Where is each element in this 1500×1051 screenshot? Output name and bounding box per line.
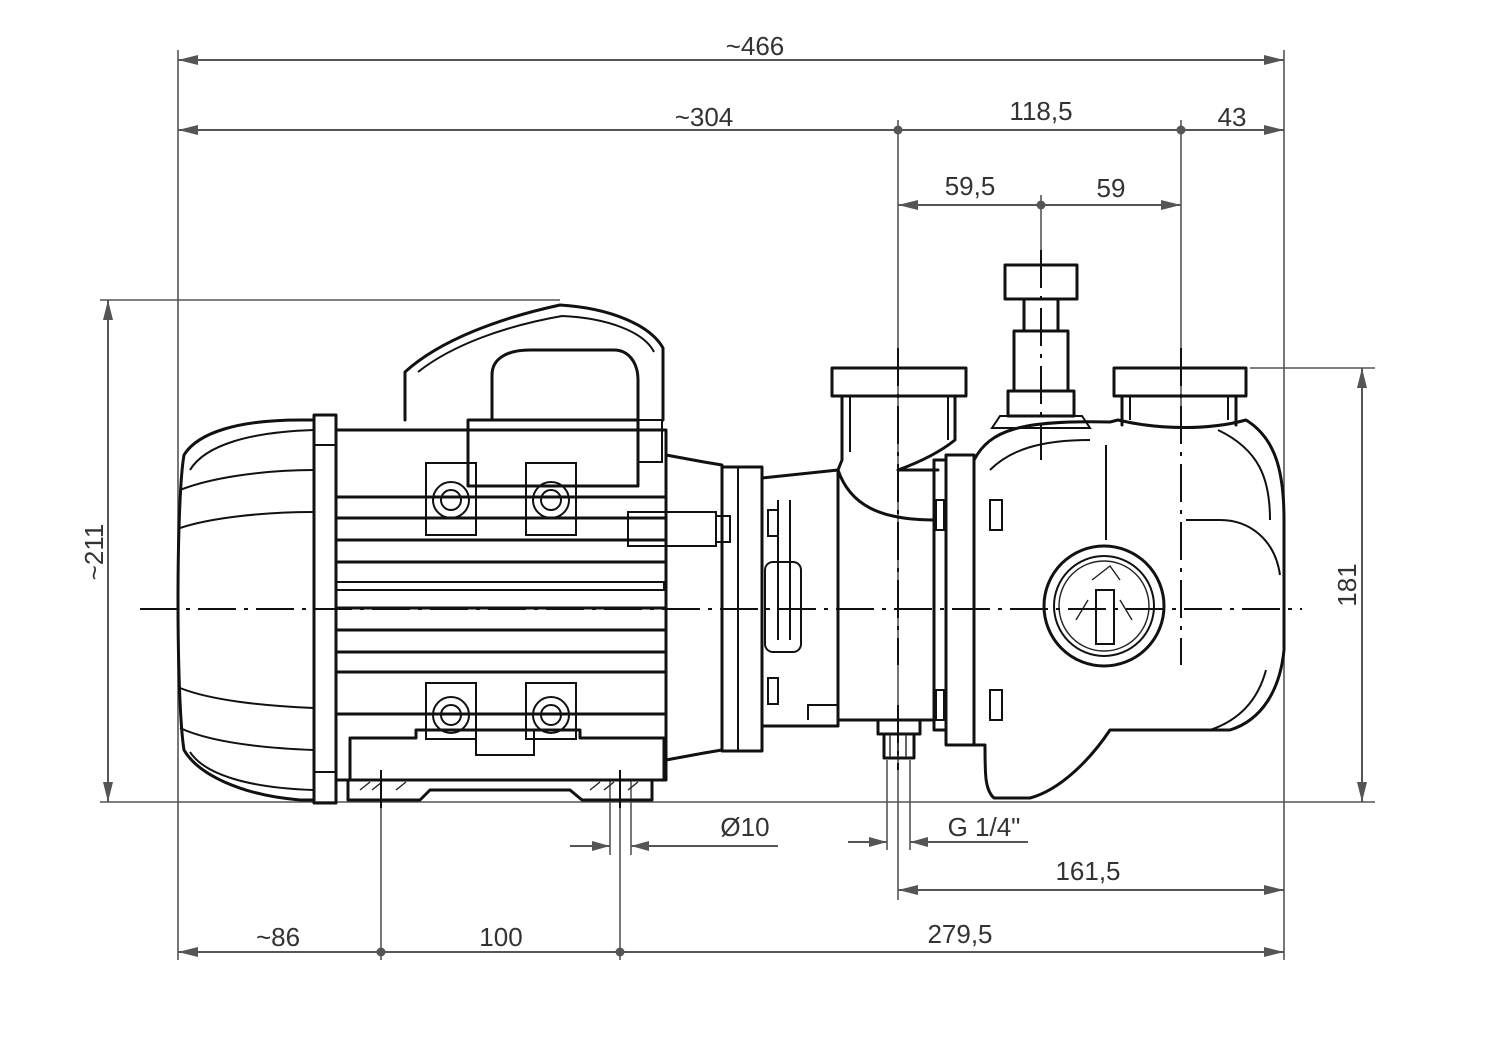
dim-end-to-foot: ~86 <box>256 922 300 952</box>
dim-suction-to-end: 161,5 <box>1055 856 1120 886</box>
dimension-lines <box>100 50 1375 960</box>
dim-outlet-offset: 43 <box>1218 102 1247 132</box>
dim-motor-length: ~304 <box>675 102 734 132</box>
pump-adapter <box>720 465 840 753</box>
dim-drain-thread: G 1/4" <box>948 812 1021 842</box>
dim-foot-to-end: 279,5 <box>927 919 992 949</box>
pump-strainer-housing <box>972 366 1286 800</box>
dim-pump-section: 118,5 <box>1009 96 1072 126</box>
motor-feet <box>346 778 654 802</box>
dim-overall-length: ~466 <box>726 31 785 61</box>
pump-volute <box>807 453 976 747</box>
dim-bolt-hole: Ø10 <box>720 812 769 842</box>
dimension-labels: ~466 ~304 118,5 43 59,5 59 ~211 181 Ø10 … <box>79 31 1362 952</box>
dim-port-height: 181 <box>1332 563 1362 606</box>
motor-body <box>334 418 731 782</box>
center-lines <box>140 250 1302 810</box>
motor-carry-handle <box>403 303 665 422</box>
dim-suction-to-axis: 59,5 <box>945 171 996 201</box>
dim-foot-spacing: 100 <box>479 922 522 952</box>
dim-overall-height: ~211 <box>79 524 109 581</box>
dim-axis-to-discharge: 59 <box>1097 173 1126 203</box>
pump-lid-logo <box>1042 544 1166 668</box>
